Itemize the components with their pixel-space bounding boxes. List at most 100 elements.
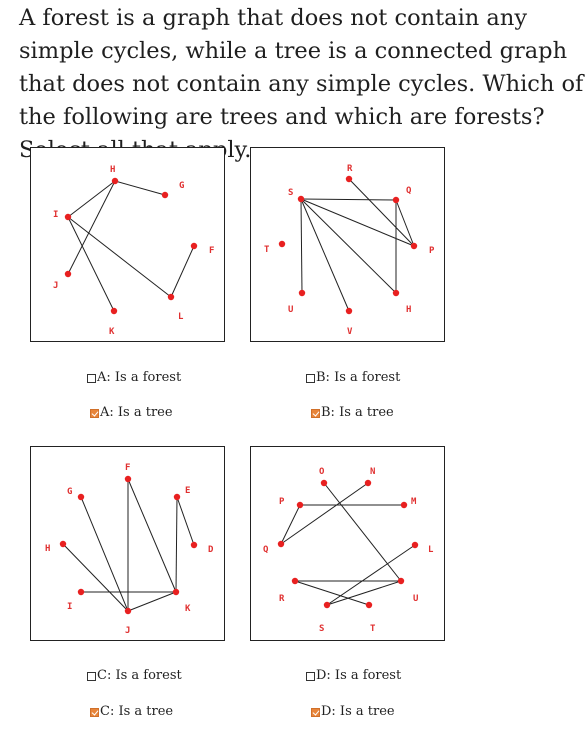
graph-node	[411, 541, 419, 549]
graph-edge	[127, 591, 177, 612]
graph-edge	[67, 180, 116, 218]
node-label: S	[319, 624, 324, 634]
node-label: Q	[263, 545, 269, 555]
checkbox-icon[interactable]	[87, 671, 96, 681]
graph-node	[297, 195, 305, 203]
graph-edge	[175, 496, 178, 593]
graph-edge	[300, 198, 397, 201]
graph-node	[296, 501, 304, 509]
graph-edge	[326, 580, 402, 606]
option-b-forest[interactable]: B: Is a forest	[306, 370, 400, 386]
graph-edge	[176, 496, 195, 546]
node-label: Q	[406, 186, 412, 196]
node-label: U	[413, 594, 418, 604]
graph-edge	[280, 482, 369, 545]
option-d-tree[interactable]: D: Is a tree	[311, 704, 395, 720]
graph-node	[64, 213, 72, 221]
node-label: T	[264, 245, 270, 255]
node-label: M	[411, 497, 417, 507]
graph-edge	[80, 496, 129, 612]
node-label: P	[429, 246, 435, 256]
graph-node	[167, 293, 175, 301]
graph-node	[110, 307, 118, 315]
node-label: E	[185, 486, 190, 496]
node-label: P	[279, 497, 285, 507]
graph-edge	[300, 198, 303, 294]
option-label: B: Is a forest	[316, 370, 401, 385]
option-label: C: Is a forest	[97, 668, 182, 683]
node-label: U	[288, 305, 293, 315]
graph-node	[400, 501, 408, 509]
node-label: J	[125, 626, 130, 636]
graph-node	[345, 175, 353, 183]
question-text: A forest is a graph that does not contai…	[19, 5, 584, 163]
graph-node	[364, 479, 372, 487]
node-label: H	[110, 165, 115, 175]
graph-node	[397, 577, 405, 585]
node-label: S	[288, 188, 293, 198]
node-label: K	[109, 327, 115, 337]
option-label: D: Is a forest	[316, 668, 402, 683]
checkbox-checked-icon[interactable]	[90, 707, 99, 717]
option-label: D: Is a tree	[321, 704, 395, 719]
graph-node	[77, 493, 85, 501]
node-label: L	[428, 545, 434, 555]
graph-edge	[170, 245, 195, 298]
option-label: A: Is a forest	[97, 370, 182, 385]
graph-edge	[114, 180, 166, 196]
node-label: D	[208, 545, 214, 555]
node-label: H	[406, 305, 411, 315]
option-c-tree[interactable]: C: Is a tree	[90, 704, 173, 720]
checkbox-checked-icon[interactable]	[90, 408, 99, 418]
checkbox-icon[interactable]	[306, 671, 315, 681]
graph-node	[345, 307, 353, 315]
graph-node	[365, 601, 373, 609]
graph-node	[298, 289, 306, 297]
node-label: G	[67, 487, 72, 497]
node-label: G	[179, 181, 184, 191]
checkbox-icon[interactable]	[306, 373, 315, 383]
node-label: R	[279, 594, 285, 604]
graph-node	[64, 270, 72, 278]
checkbox-icon[interactable]	[87, 373, 96, 383]
graph-node	[59, 540, 67, 548]
node-label: L	[178, 312, 184, 322]
graph-edge	[127, 478, 177, 593]
graph-edge	[395, 199, 415, 247]
graph-node	[392, 196, 400, 204]
graph-edge	[300, 198, 350, 312]
option-label: A: Is a tree	[100, 405, 173, 420]
graph-node	[291, 577, 299, 585]
option-label: C: Is a tree	[100, 704, 174, 719]
option-a-forest[interactable]: A: Is a forest	[87, 370, 181, 386]
graph-edge	[323, 482, 402, 582]
node-label: H	[45, 544, 50, 554]
option-a-tree[interactable]: A: Is a tree	[90, 405, 173, 421]
option-label: B: Is a tree	[321, 405, 394, 420]
graph-edge	[348, 178, 415, 247]
checkbox-checked-icon[interactable]	[311, 707, 320, 717]
node-label: J	[53, 281, 58, 291]
graph-node	[111, 177, 119, 185]
node-label: F	[125, 463, 130, 473]
option-c-forest[interactable]: C: Is a forest	[87, 668, 182, 684]
graph-node	[392, 289, 400, 297]
node-label: T	[370, 624, 376, 634]
graph-edge	[300, 198, 397, 294]
checkbox-checked-icon[interactable]	[311, 408, 320, 418]
option-d-forest[interactable]: D: Is a forest	[306, 668, 401, 684]
option-b-tree[interactable]: B: Is a tree	[311, 405, 394, 421]
graph-edge	[67, 180, 116, 275]
graph-node	[320, 479, 328, 487]
graph-edge	[280, 504, 301, 545]
node-label: N	[370, 467, 375, 477]
graph-node	[277, 540, 285, 548]
graph-node	[323, 601, 331, 609]
